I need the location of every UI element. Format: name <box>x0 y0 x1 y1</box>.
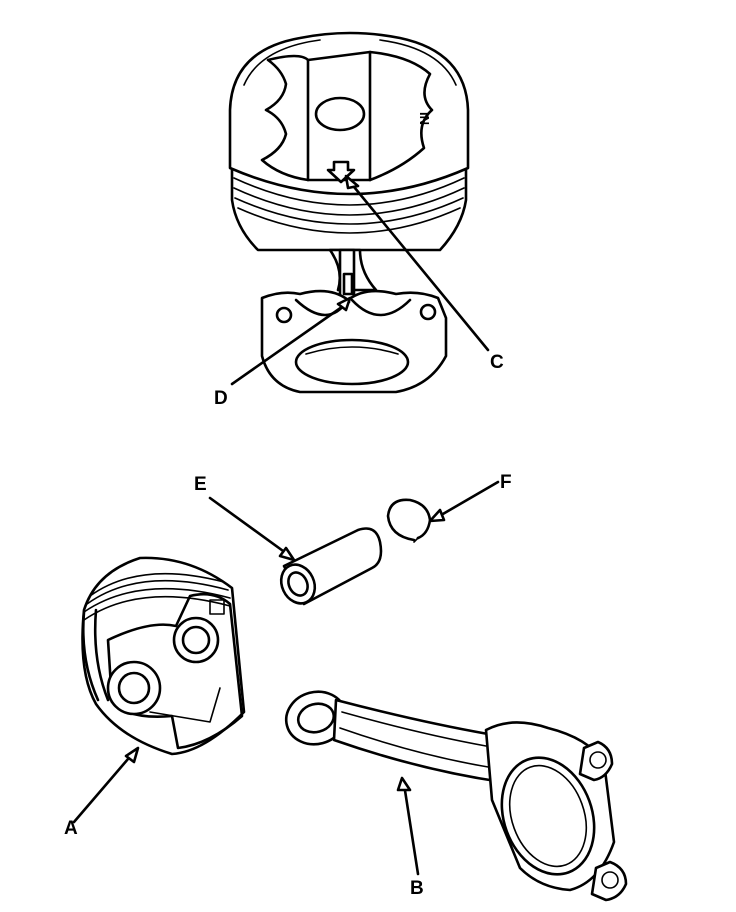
leader-lines-top <box>230 174 490 386</box>
callout-a: A <box>64 818 78 839</box>
callout-labels: C D E F A B <box>64 352 512 899</box>
callout-f: F <box>500 472 512 493</box>
callout-b: B <box>410 878 424 899</box>
piston <box>72 556 246 824</box>
assembled-piston-and-rod: IN <box>228 31 470 394</box>
connecting-rod <box>284 690 628 902</box>
callout-e: E <box>194 474 207 495</box>
piston-pin <box>208 496 383 606</box>
snap-ring <box>386 480 500 543</box>
callout-d: D <box>214 388 228 409</box>
piston-in-mark: IN <box>417 112 432 125</box>
callout-c: C <box>490 352 504 373</box>
